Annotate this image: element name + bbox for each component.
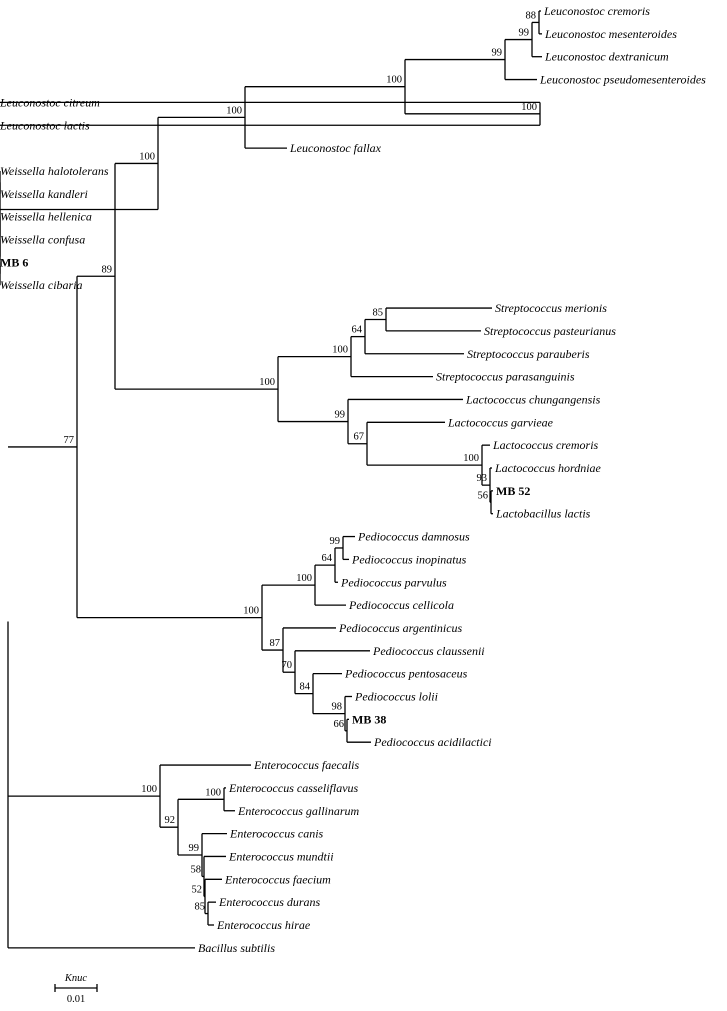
taxon-label-pediococcus-argentinicus: Pediococcus argentinicus [338,621,463,635]
taxon-label-pediococcus-acidilactici: Pediococcus acidilactici [373,735,492,749]
taxon-label-weissella-hellenica: Weissella hellenica [0,210,92,224]
taxon-label-streptococcus-parauberis: Streptococcus parauberis [467,347,590,361]
bootstrap-value: 100 [521,102,537,113]
bootstrap-value: 100 [296,573,312,584]
bootstrap-value: 64 [322,553,333,564]
bootstrap-value: 99 [519,28,530,39]
taxon-label-pediococcus-damnosus: Pediococcus damnosus [357,530,470,544]
taxon-label-mb-6: MB 6 [0,255,28,269]
taxon-label-pediococcus-lolii: Pediococcus lolii [354,690,438,704]
taxon-label-leuconostoc-cremoris: Leuconostoc cremoris [543,4,650,18]
bootstrap-value: 99 [189,843,200,854]
bootstrap-value: 100 [243,606,259,617]
bootstrap-value: 99 [335,410,346,421]
taxon-label-leuconostoc-citreum: Leuconostoc citreum [0,95,100,109]
bootstrap-value: 66 [334,719,345,730]
scale-bar: Knuc 0.01 [54,973,98,1005]
bootstrap-value: 88 [526,10,537,21]
taxon-label-lactobacillus-lactis: Lactobacillus lactis [495,507,591,521]
taxon-label-weissella-kandleri: Weissella kandleri [0,187,88,201]
bootstrap-value: 67 [354,432,365,443]
taxon-label-leuconostoc-pseudomesenteroides: Leuconostoc pseudomesenteroides [539,73,706,87]
bootstrap-value: 58 [191,864,202,875]
taxon-label-leuconostoc-mesenteroides: Leuconostoc mesenteroides [544,27,677,41]
taxon-label-enterococcus-durans: Enterococcus durans [218,895,321,909]
bootstrap-value: 99 [330,536,341,547]
bootstrap-value: 100 [141,784,157,795]
taxon-label-enterococcus-casseliflavus: Enterococcus casseliflavus [228,781,359,795]
bootstrap-value: 85 [373,307,384,318]
taxon-label-leuconostoc-lactis: Leuconostoc lactis [0,118,90,132]
taxon-label-weissella-cibaria: Weissella cibaria [0,278,83,292]
bootstrap-value: 99 [492,48,503,59]
bootstrap-value: 56 [478,490,489,501]
scale-bar-value: 0.01 [67,994,85,1005]
bootstrap-value: 64 [352,325,363,336]
bootstrap-value: 98 [332,702,343,713]
taxon-label-streptococcus-merionis: Streptococcus merionis [495,301,607,315]
bootstrap-value: 100 [386,75,402,86]
taxon-label-bacillus-subtilis: Bacillus subtilis [198,941,275,955]
taxon-label-lactococcus-chungangensis: Lactococcus chungangensis [465,392,601,406]
taxon-label-enterococcus-hirae: Enterococcus hirae [216,918,311,932]
taxon-label-lactococcus-hordniae: Lactococcus hordniae [494,461,602,475]
bootstrap-value: 100 [332,345,348,356]
taxon-label-enterococcus-canis: Enterococcus canis [229,827,324,841]
taxon-label-enterococcus-gallinarum: Enterococcus gallinarum [237,804,360,818]
bootstrap-value: 93 [477,473,488,484]
taxon-label-mb-38: MB 38 [352,712,386,726]
taxon-label-weissella-halotolerans: Weissella halotolerans [0,164,109,178]
taxon-label-weissella-confusa: Weissella confusa [0,233,85,247]
tree-branches [0,10,542,949]
bootstrap-value: 100 [139,151,155,162]
bootstrap-value: 92 [165,815,176,826]
taxon-label-pediococcus-pentosaceus: Pediococcus pentosaceus [344,667,468,681]
bootstrap-value: 85 [195,902,206,913]
taxon-label-streptococcus-parasanguinis: Streptococcus parasanguinis [436,370,575,384]
taxon-label-pediococcus-cellicola: Pediococcus cellicola [348,598,454,612]
bootstrap-value: 84 [300,682,311,693]
bootstrap-value: 87 [270,638,281,649]
taxon-label-pediococcus-claussenii: Pediococcus claussenii [372,644,485,658]
taxon-label-lactococcus-garvieae: Lactococcus garvieae [447,415,554,429]
taxon-label-pediococcus-parvulus: Pediococcus parvulus [340,575,447,589]
taxon-label-mb-52: MB 52 [496,484,530,498]
taxon-label-lactococcus-cremoris: Lactococcus cremoris [492,438,599,452]
bootstrap-value: 70 [282,660,293,671]
taxon-label-enterococcus-mundtii: Enterococcus mundtii [228,849,334,863]
bootstrap-value: 77 [64,435,75,446]
taxon-label-leuconostoc-fallax: Leuconostoc fallax [289,141,382,155]
bootstrap-value: 100 [463,453,479,464]
bootstrap-value: 100 [226,105,242,116]
bootstrap-value: 100 [205,787,221,798]
taxon-label-leuconostoc-dextranicum: Leuconostoc dextranicum [544,50,669,64]
bootstrap-value: 89 [102,264,113,275]
taxon-label-enterococcus-faecalis: Enterococcus faecalis [253,758,360,772]
taxon-label-pediococcus-inopinatus: Pediococcus inopinatus [351,552,467,566]
taxon-label-enterococcus-faecium: Enterococcus faecium [224,872,331,886]
bootstrap-value: 100 [259,377,275,388]
bootstrap-value: 52 [192,884,203,895]
taxon-label-streptococcus-pasteurianus: Streptococcus pasteurianus [484,324,616,338]
scale-bar-unit: Knuc [64,973,88,984]
